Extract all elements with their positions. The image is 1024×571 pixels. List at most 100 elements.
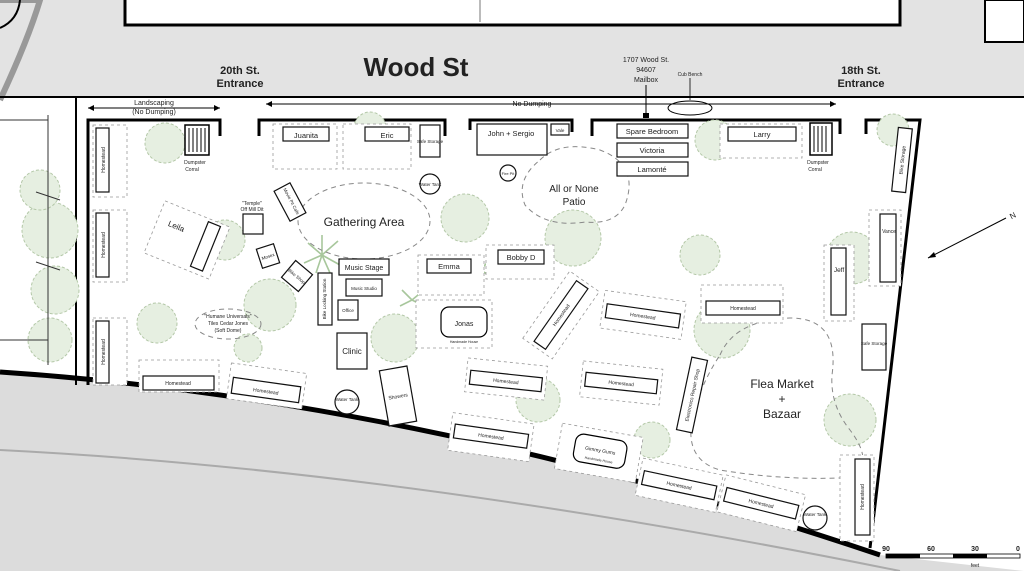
north-label: N: [1008, 210, 1018, 221]
svg-text:Bike Locking Station: Bike Locking Station: [322, 278, 327, 319]
homestead-low-1[interactable]: Homestead: [447, 412, 535, 463]
dumpster-right-label: Dumpster: [807, 160, 829, 166]
svg-text:Clinic: Clinic: [342, 347, 362, 356]
north-arrow-icon: N: [927, 210, 1018, 259]
svg-text:Music Studio: Music Studio: [351, 286, 377, 291]
homestead-left-3[interactable]: Homestead: [92, 317, 128, 386]
homestead-mid-2[interactable]: Homestead: [579, 360, 664, 406]
patio-label-sub: Patio: [563, 197, 586, 208]
flea-market-label: Flea Market: [750, 377, 814, 391]
homestead-mid-4[interactable]: Homestead: [700, 284, 784, 324]
unit-safe-storage-right[interactable]: Safe Storage: [861, 323, 888, 371]
homestead-mid-1[interactable]: Homestead: [464, 357, 549, 401]
svg-text:Gimmy Gums: Gimmy Gums: [585, 446, 617, 457]
unit-gimmy-gums[interactable]: Gimmy Gums Handmade House: [553, 422, 644, 484]
landscaping-sub: (No Dumping): [132, 109, 176, 116]
entrance-20th-sub: Entrance: [216, 78, 263, 90]
cub-bench-shape: [667, 100, 713, 116]
unit-larry[interactable]: Larry: [719, 123, 803, 159]
unit-music-stage[interactable]: Music Stage: [338, 258, 390, 276]
unit-water-tank-right[interactable]: Water Tank: [802, 505, 828, 531]
unit-fire-pit[interactable]: Fire Pit: [499, 164, 517, 182]
svg-text:Office: Office: [342, 308, 354, 313]
svg-text:Mosex: Mosex: [261, 252, 276, 261]
svg-text:Music Stage: Music Stage: [345, 265, 384, 272]
unit-john-sergio[interactable]: John + Sergio: [476, 123, 548, 156]
svg-text:Safe Storage: Safe Storage: [417, 139, 444, 144]
svg-text:Handmade House: Handmade House: [450, 340, 478, 344]
svg-text:Vance: Vance: [882, 229, 896, 235]
scale-tick-30: 30: [971, 546, 979, 553]
svg-text:Emma: Emma: [438, 262, 460, 271]
unit-victoria[interactable]: Victoria: [616, 142, 689, 158]
lower-road-edge: [0, 449, 901, 571]
unit-office[interactable]: Office: [337, 299, 359, 321]
svg-text:Jonas: Jonas: [455, 321, 474, 328]
homestead-left-2[interactable]: Homestead: [92, 209, 128, 283]
homestead-low-3[interactable]: Homestead: [716, 474, 807, 533]
cub-bench-label: Cub Bench: [678, 72, 703, 78]
left-margin-trees: [0, 115, 80, 365]
homestead-left-1[interactable]: Homestead: [92, 124, 128, 198]
unit-leila[interactable]: Leila: [143, 200, 231, 280]
unit-eric[interactable]: Eric: [342, 123, 412, 170]
unit-jeff[interactable]: Jeff: [823, 244, 855, 322]
humane-label: "Humane Universals": [204, 314, 251, 320]
flea-market-plus: +: [778, 392, 785, 406]
unit-water-tank-top[interactable]: Water Tank: [419, 173, 442, 195]
scale-tick-60: 60: [927, 546, 935, 553]
mailbox-icon: [643, 113, 649, 118]
unit-electronics-repair-shop[interactable]: Electronics Repair Shop: [675, 356, 709, 434]
unit-vale[interactable]: Vale: [550, 123, 570, 136]
unit-bike-shop[interactable]: Bike Shop: [280, 259, 314, 293]
unit-safe-storage-top[interactable]: Safe Storage: [417, 124, 444, 158]
unit-emma[interactable]: Emma: [417, 254, 485, 296]
homestead-bottom-2[interactable]: Homestead: [225, 362, 308, 410]
humane-sub2: (Soft Dome): [215, 328, 242, 334]
homestead-low-2[interactable]: Homestead: [634, 457, 724, 513]
svg-text:"Temple": "Temple": [242, 201, 262, 207]
unit-lamonte[interactable]: Lamonté: [616, 161, 689, 177]
unit-jonas[interactable]: Jonas Handmade House: [415, 299, 493, 349]
dumpster-corral-right: [809, 122, 833, 156]
unit-movie-pit-cafe[interactable]: Movie Pit Cafe: [273, 181, 307, 223]
unit-mosex[interactable]: Mosex: [255, 242, 281, 270]
svg-text:Homestead: Homestead: [860, 484, 866, 510]
patio-label: All or None: [549, 184, 599, 195]
unit-bobby-d[interactable]: Bobby D: [485, 244, 555, 280]
homestead-mid-diag[interactable]: Homestead: [522, 270, 600, 360]
unit-music-studio[interactable]: Music Studio: [345, 278, 383, 297]
svg-text:Homestead: Homestead: [608, 380, 634, 389]
unit-temple[interactable]: "Temple" Off Mill Dit: [241, 201, 265, 235]
homestead-bottom-1[interactable]: Homestead: [138, 359, 220, 393]
svg-text:Vale: Vale: [556, 128, 565, 133]
scale-bar: 90 60 30 0 feet: [882, 546, 1021, 569]
dumpster-left-sub: Corral: [185, 167, 199, 173]
unit-vance[interactable]: Vance: [868, 209, 902, 287]
svg-text:Jeff: Jeff: [834, 267, 845, 274]
unit-water-tank-bottom[interactable]: Water Tank: [334, 389, 360, 415]
svg-text:Victoria: Victoria: [640, 146, 666, 155]
svg-text:Showers: Showers: [388, 392, 409, 401]
unit-spare-bedroom[interactable]: Spare Bedroom: [616, 123, 689, 139]
gathering-area-label: Gathering Area: [324, 215, 405, 229]
svg-text:Water Tank: Water Tank: [336, 397, 359, 402]
dumpster-right-sub: Corral: [808, 167, 822, 173]
svg-text:Spare Bedroom: Spare Bedroom: [626, 127, 679, 136]
svg-text:Homestead: Homestead: [101, 232, 107, 258]
unit-showers[interactable]: Showers: [378, 365, 418, 427]
svg-text:Homestead: Homestead: [493, 378, 519, 387]
dumpster-left-label: Dumpster: [184, 160, 206, 166]
svg-text:Homestead: Homestead: [730, 306, 756, 312]
unit-bike-storage-right[interactable]: Bike Storage: [891, 126, 913, 194]
svg-text:Eric: Eric: [381, 131, 394, 140]
unit-bike-locking-station[interactable]: Bike Locking Station: [317, 272, 333, 326]
homestead-right[interactable]: Homestead: [839, 454, 875, 542]
unit-clinic[interactable]: Clinic: [336, 332, 368, 370]
svg-text:Water Tank: Water Tank: [804, 512, 827, 517]
unit-juanita[interactable]: Juanita: [272, 123, 338, 170]
homestead-mid-3[interactable]: Homestead: [599, 289, 687, 340]
scale-tick-0: 0: [1016, 546, 1020, 553]
svg-text:Bike Storage: Bike Storage: [899, 145, 908, 174]
entrance-20th: 20th St.: [220, 65, 260, 77]
